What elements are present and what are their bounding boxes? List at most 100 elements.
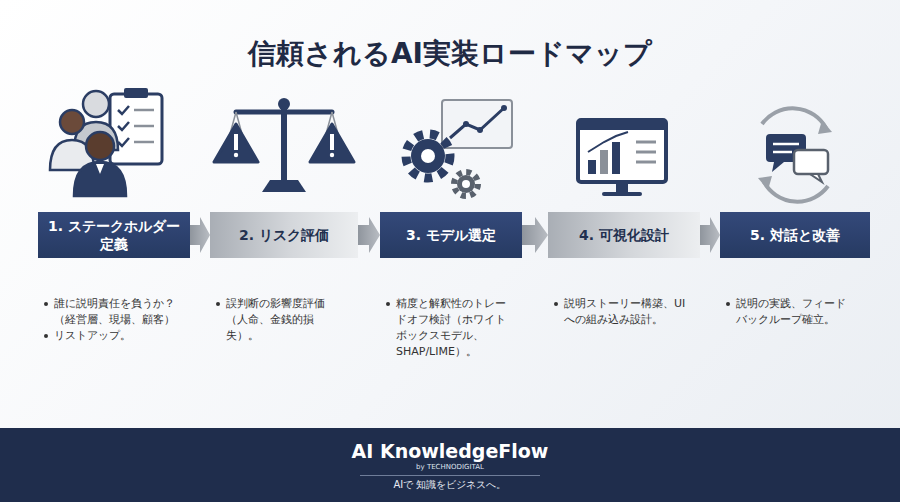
step-heading: 2. リスク評価	[239, 226, 329, 244]
dialogue-cycle-icon	[810, 174, 822, 182]
bullet-text: 説明の実践、フィードバックループ確立。	[736, 296, 856, 328]
stakeholder-icon	[74, 162, 126, 196]
bullet-item: 説明の実践、フィードバックループ確立。	[726, 296, 856, 328]
footer-band: AI KnowledgeFlowby TECHNODIGITAL AIで 知識をビ…	[0, 428, 900, 502]
flow-arrow	[700, 217, 720, 253]
stakeholder-icon	[134, 125, 154, 128]
step-heading: 1. ステークホルダー定義	[44, 217, 184, 253]
stakeholder-icon	[134, 109, 154, 112]
dialogue-cycle-icon	[772, 162, 784, 172]
step-description: 誤判断の影響度評価（人命、金銭的損失）。	[216, 296, 344, 344]
bullet-text: 誤判断の影響度評価（人命、金銭的損失）。	[226, 296, 344, 344]
step-heading: 3. モデル選定	[406, 226, 496, 244]
stakeholder-icon	[50, 140, 94, 170]
monitor-icon	[636, 151, 656, 154]
monitor-icon	[602, 192, 642, 196]
monitor-icon	[612, 142, 620, 174]
risk-scale-icon	[224, 112, 236, 156]
model-gears-icon	[501, 105, 507, 111]
dialogue-cycle-icon	[762, 108, 826, 128]
bullet-item: リストアップ。	[44, 328, 176, 344]
bullet-dot	[44, 334, 48, 338]
dialogue-cycle-icon	[818, 120, 832, 134]
risk-scale-icon	[236, 110, 332, 115]
stakeholder-icon	[118, 138, 129, 146]
monitor-icon	[636, 161, 656, 164]
process-step: 3. モデル選定精度と解釈性のトレードオフ検討（ホワイトボックスモデル、SHAP…	[380, 212, 522, 258]
step-description: 誰に説明責任を負うか？（経営層、現場、顧客）リストアップ。	[44, 296, 176, 344]
monitor-icon	[588, 132, 628, 152]
process-step: 1. ステークホルダー定義誰に説明責任を負うか？（経営層、現場、顧客）リストアッ…	[38, 212, 190, 258]
risk-scale-icon	[330, 153, 334, 157]
risk-scale-icon	[214, 124, 258, 162]
dialogue-cycle-icon	[758, 176, 772, 190]
stakeholder-icon	[118, 106, 129, 114]
flow-arrow	[522, 217, 548, 253]
bullet-dot	[386, 302, 390, 306]
model-gears-icon	[462, 180, 470, 188]
risk-scale-icon	[234, 134, 238, 150]
monitor-icon	[636, 141, 656, 144]
step-heading: 5. 対話と改善	[750, 226, 840, 244]
bullet-dot	[44, 302, 48, 306]
monitor-icon	[616, 182, 628, 192]
bullet-dot	[726, 302, 730, 306]
step-description: 説明の実践、フィードバックループ確立。	[726, 296, 856, 328]
stakeholder-icon	[50, 88, 162, 196]
model-gears-icon	[454, 172, 478, 196]
model-gears-icon	[450, 108, 504, 138]
bullet-dot	[554, 302, 558, 306]
monitor-icon	[600, 150, 608, 174]
diagram-title: 信頼されるAI実装ロードマップ	[0, 34, 900, 74]
model-gears-icon	[477, 127, 483, 133]
dialogue-cycle-icon	[773, 151, 792, 154]
model-gears-icon	[421, 149, 435, 163]
stakeholder-icon	[110, 94, 162, 164]
bullet-dot	[216, 302, 220, 306]
monitor-icon	[580, 122, 664, 130]
bullet-text: 誰に説明責任を負うか？（経営層、現場、顧客）	[54, 296, 176, 328]
stakeholder-icon	[83, 91, 109, 117]
risk-scale-icon	[236, 112, 248, 156]
brand-byline: by TECHNODIGITAL	[416, 463, 484, 472]
flow-arrow	[358, 217, 380, 253]
monitor-icon	[578, 120, 666, 182]
model-gears-icon	[442, 100, 512, 148]
monitor-icon	[588, 160, 596, 174]
brand-name: AI KnowledgeFlow	[352, 440, 549, 462]
model-gears-icon	[463, 121, 469, 127]
bullet-item: 誰に説明責任を負うか？（経営層、現場、顧客）	[44, 296, 176, 328]
bullet-item: 誤判断の影響度評価（人命、金銭的損失）。	[216, 296, 344, 344]
step-heading: 4. 可視化設計	[579, 226, 669, 244]
stakeholder-icon	[118, 122, 129, 130]
dialogue-cycle-icon	[794, 150, 828, 174]
risk-scale-icon	[320, 112, 332, 156]
risk-scale-icon	[278, 98, 290, 110]
risk-scale-icon	[281, 102, 287, 182]
risk-scale-icon	[330, 134, 334, 150]
dialogue-cycle-icon	[766, 134, 806, 162]
risk-scale-icon	[332, 112, 344, 156]
process-step: 2. リスク評価誤判断の影響度評価（人命、金銭的損失）。	[210, 212, 358, 258]
process-step: 4. 可視化設計説明ストーリー構築、UIへの組み込み設計。	[548, 212, 700, 258]
dialogue-cycle-icon	[773, 143, 799, 146]
stakeholder-icon	[60, 110, 84, 134]
dialogue-cycle-icon	[764, 182, 828, 202]
risk-scale-icon	[214, 98, 354, 192]
model-gears-icon	[411, 139, 445, 173]
model-gears-icon	[406, 134, 450, 178]
dialogue-cycle-icon	[758, 108, 832, 201]
risk-scale-icon	[234, 153, 238, 157]
process-step: 5. 対話と改善説明の実践、フィードバックループ確立。	[720, 212, 870, 258]
stakeholder-icon	[134, 141, 154, 144]
bullet-text: 説明ストーリー構築、UIへの組み込み設計。	[564, 296, 694, 328]
risk-scale-icon	[310, 124, 354, 162]
stakeholder-icon	[124, 88, 148, 98]
step-description: 精度と解釈性のトレードオフ検討（ホワイトボックスモデル、SHAP/LIME）。	[386, 296, 510, 360]
monitor-icon	[578, 120, 666, 196]
brand-tagline: AIで 知識をビジネスへ。	[394, 478, 507, 492]
model-gears-icon	[457, 175, 475, 193]
bullet-item: 説明ストーリー構築、UIへの組み込み設計。	[554, 296, 694, 328]
risk-scale-icon	[262, 180, 306, 192]
